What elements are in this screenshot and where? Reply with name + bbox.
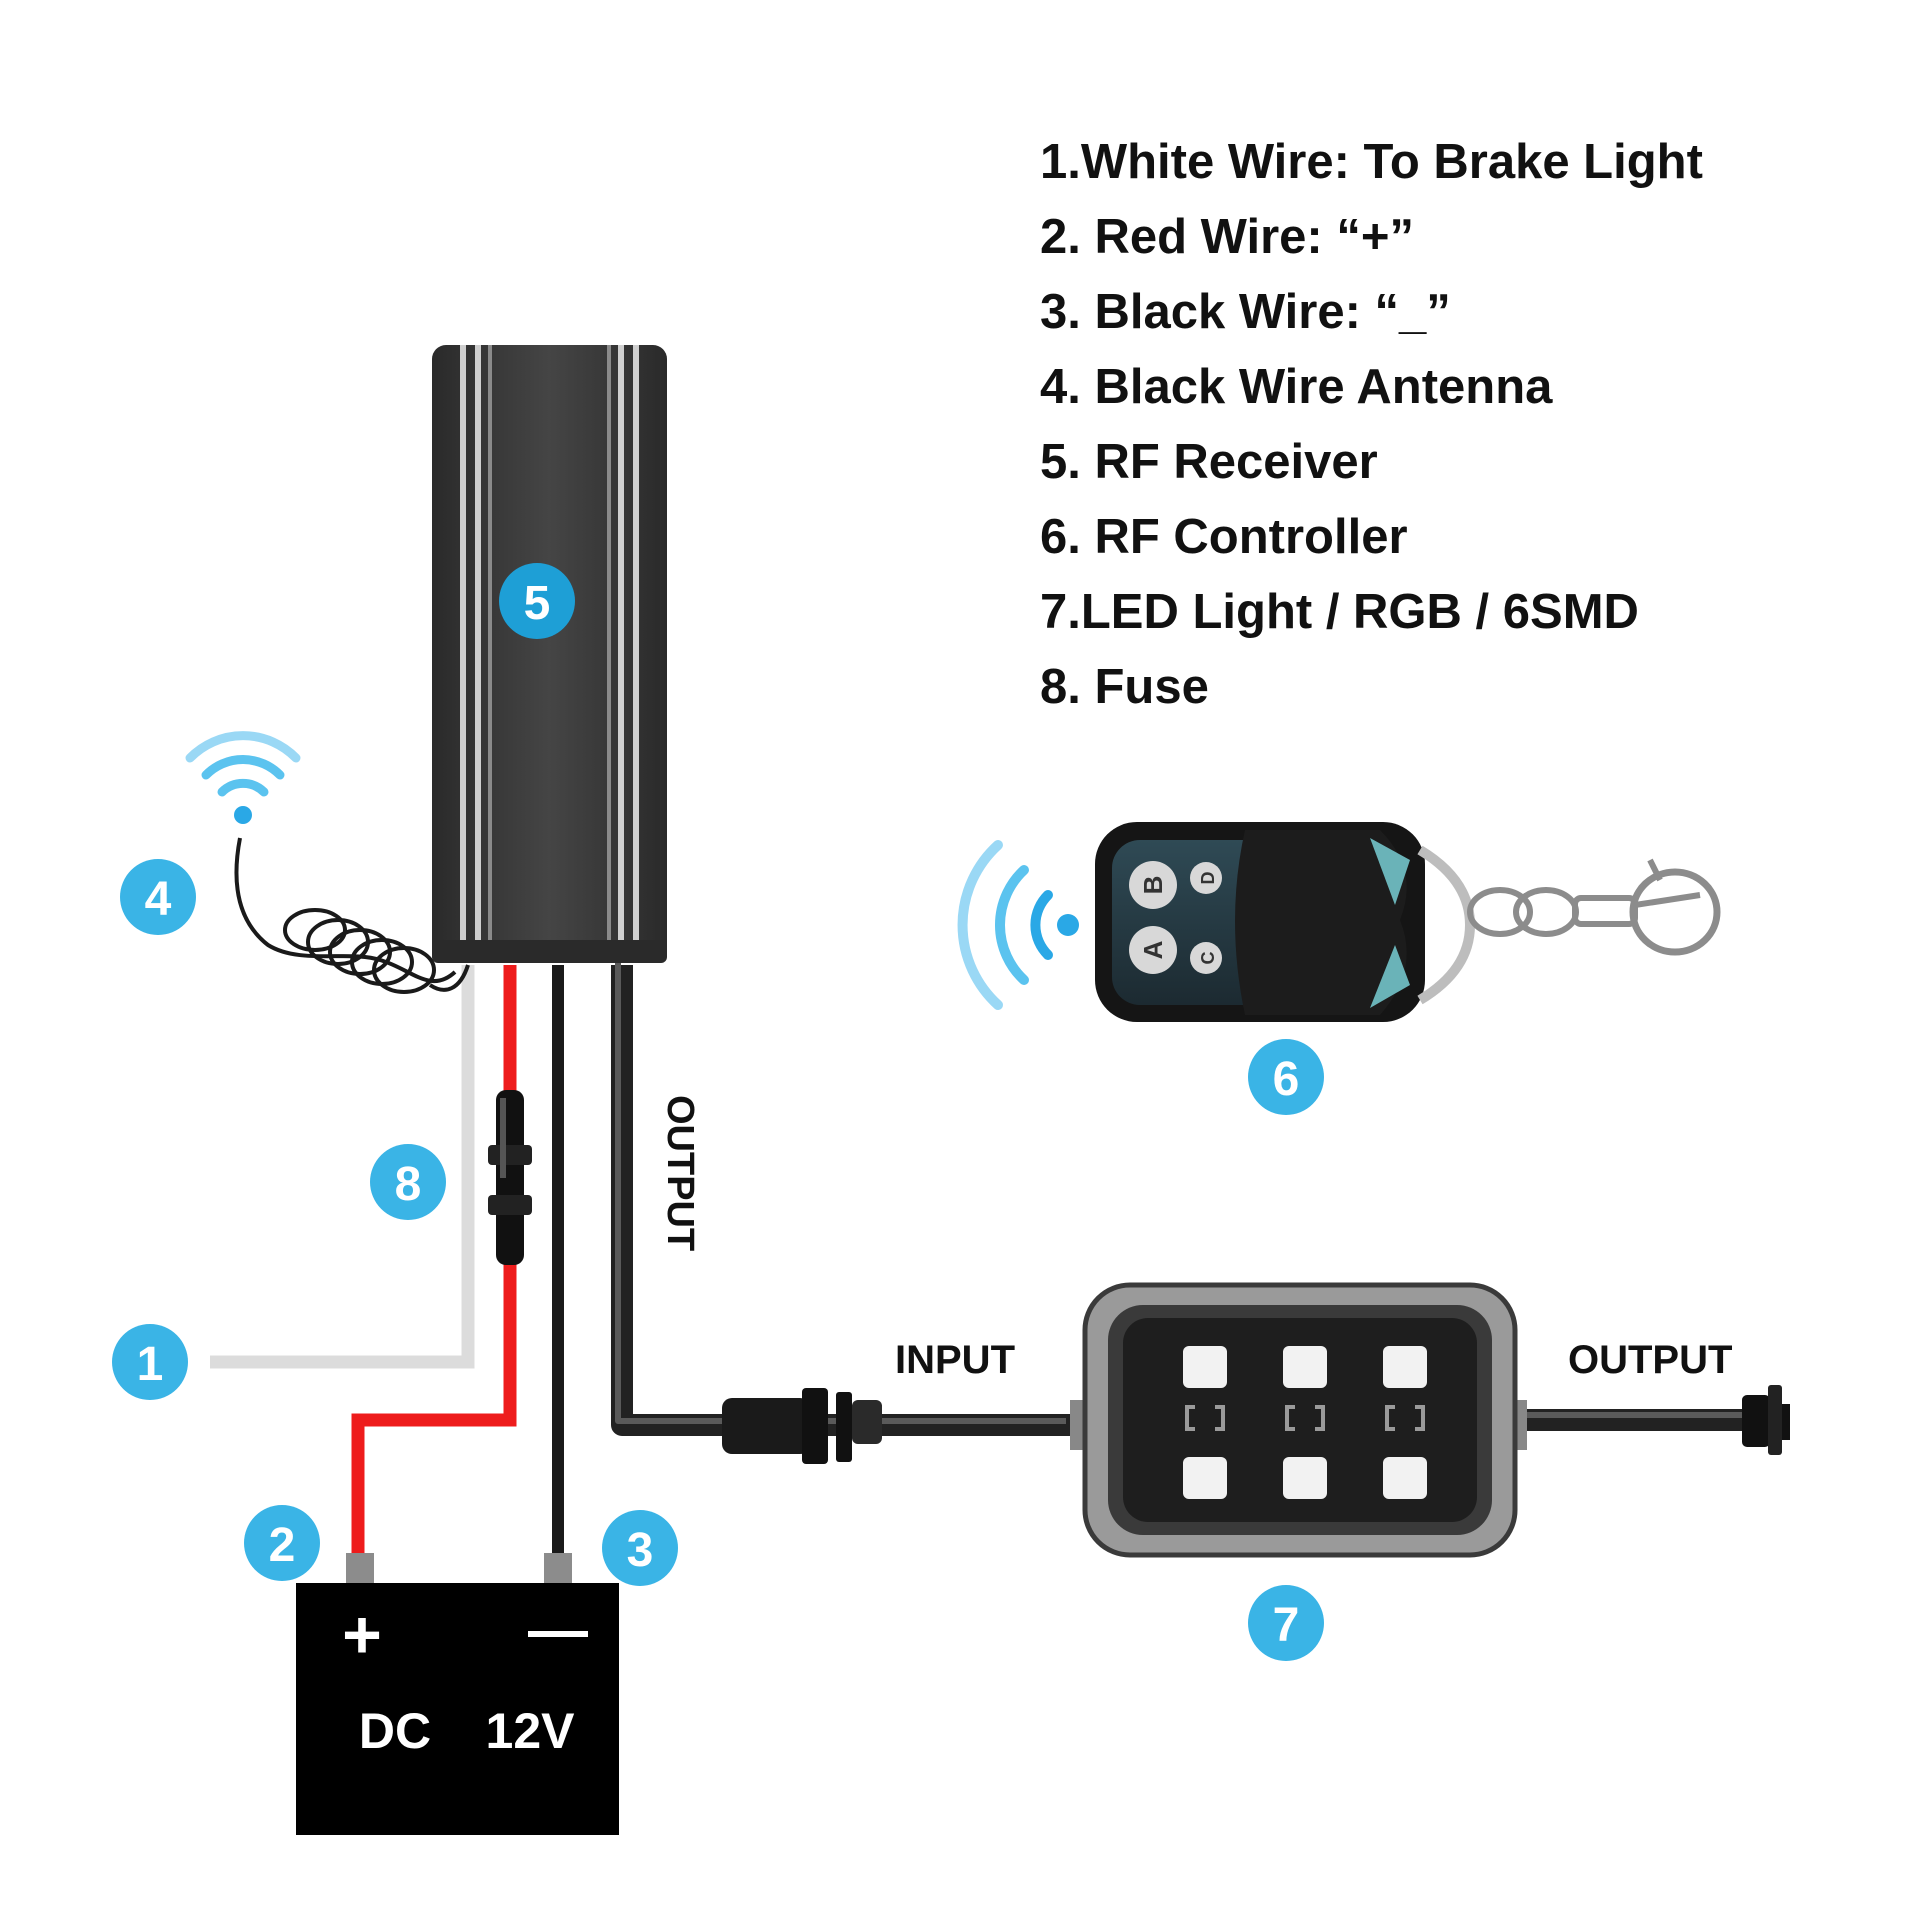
legend-item-8: 8. Fuse xyxy=(1040,660,1209,714)
legend-item-3: 3. Black Wire: “_” xyxy=(1040,285,1451,339)
key-ring-icon xyxy=(1467,858,1721,956)
svg-text:1: 1 xyxy=(137,1338,164,1391)
led-chips xyxy=(1183,1346,1427,1499)
button-d-label: D xyxy=(1198,872,1218,885)
red-wire xyxy=(351,965,517,1568)
svg-text:8: 8 xyxy=(395,1158,422,1211)
svg-text:2: 2 xyxy=(269,1519,296,1572)
input-connector xyxy=(722,1388,882,1464)
badges: 1 2 3 4 5 6 7 8 xyxy=(112,563,1324,1661)
battery-voltage-label: 12V xyxy=(486,1703,576,1759)
rf-controller-remote: B A D C xyxy=(957,822,1721,1022)
battery-dc-label: DC xyxy=(359,1703,431,1759)
led-light-pod xyxy=(1070,1282,1527,1558)
svg-text:6: 6 xyxy=(1273,1053,1300,1106)
radio-signal-icon xyxy=(957,840,1079,1010)
output-vertical-label: OUTPUT xyxy=(659,1095,701,1251)
input-label: INPUT xyxy=(895,1338,1015,1382)
badge-1: 1 xyxy=(112,1324,188,1400)
svg-text:3: 3 xyxy=(627,1524,654,1577)
svg-text:7: 7 xyxy=(1273,1599,1300,1652)
wifi-signal-icon xyxy=(185,731,301,824)
badge-8: 8 xyxy=(370,1144,446,1220)
badge-5: 5 xyxy=(499,563,575,639)
output-right-label: OUTPUT xyxy=(1568,1338,1732,1382)
svg-text:4: 4 xyxy=(145,873,172,926)
badge-3: 3 xyxy=(602,1510,678,1586)
legend-item-1: 1.White Wire: To Brake Light xyxy=(1040,135,1703,189)
battery: + — DC 12V xyxy=(296,1553,619,1835)
remote-buttons: B A D C xyxy=(1129,861,1222,974)
legend-item-4: 4. Black Wire Antenna xyxy=(1040,360,1553,414)
badge-2: 2 xyxy=(244,1505,320,1581)
fuse xyxy=(488,1090,532,1265)
legend-item-6: 6. RF Controller xyxy=(1040,510,1408,564)
button-a-label: A xyxy=(1138,940,1168,959)
output-connector xyxy=(1742,1385,1790,1455)
badge-6: 6 xyxy=(1248,1039,1324,1115)
badge-4: 4 xyxy=(120,859,196,935)
legend-list: 1.White Wire: To Brake Light 2. Red Wire… xyxy=(1040,125,1703,725)
button-b-label: B xyxy=(1138,876,1168,895)
output-cable xyxy=(611,965,1070,1436)
battery-plus: + xyxy=(342,1597,382,1673)
svg-text:5: 5 xyxy=(524,577,551,630)
white-wire xyxy=(210,965,475,1369)
legend-item-5: 5. RF Receiver xyxy=(1040,435,1378,489)
button-c-label: C xyxy=(1198,952,1218,965)
rf-receiver xyxy=(432,345,667,963)
battery-minus: — xyxy=(528,1596,588,1663)
legend-item-2: 2. Red Wire: “+” xyxy=(1040,210,1414,264)
antenna-coil xyxy=(234,837,470,994)
legend-item-7: 7.LED Light / RGB / 6SMD xyxy=(1040,585,1639,639)
badge-7: 7 xyxy=(1248,1585,1324,1661)
